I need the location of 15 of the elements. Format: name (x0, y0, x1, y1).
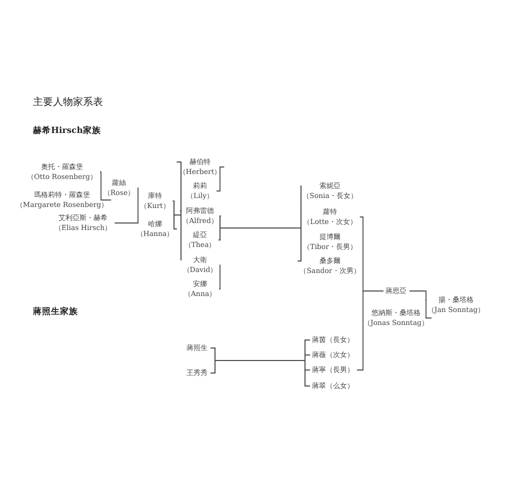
connector-line (218, 228, 302, 262)
connector-line (216, 166, 225, 192)
connector-line (100, 182, 112, 200)
family-heading: 赫希Hirsch家族 (33, 125, 101, 137)
connector-line (174, 214, 182, 260)
connector-line (210, 360, 310, 386)
connector-line (114, 196, 139, 224)
chart-title: 主要人物家系表 (33, 96, 103, 109)
connector-line (100, 172, 102, 184)
connector-line (409, 290, 426, 300)
connector-line (356, 290, 384, 370)
family-heading: 蔣照生家族 (33, 306, 78, 318)
connector-line (424, 300, 432, 318)
connector-line (218, 264, 221, 290)
connector-line (137, 188, 139, 196)
